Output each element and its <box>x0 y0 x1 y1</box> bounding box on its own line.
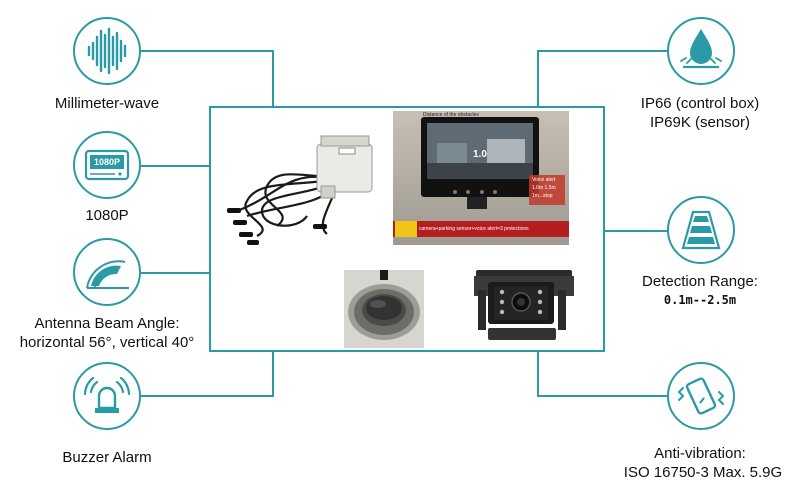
monitor-caption: camera+parking sensor+voice alert=3 prot… <box>419 226 529 232</box>
alarm-icon <box>73 362 141 430</box>
beam-angle-label-2: horizontal 56°, vertical 40° <box>19 334 195 351</box>
connector-line <box>272 50 274 107</box>
detection-label-2: 0.1m--2.5m <box>663 293 737 307</box>
monitor-image: 1.0 Distance of the obstacles Voice aler… <box>393 111 569 245</box>
monitor-screen: 1.0 <box>427 123 533 179</box>
connector-line <box>604 230 670 232</box>
vibration-label-1: Anti-vibration: <box>654 445 746 462</box>
connector-line <box>141 165 210 167</box>
buzzer-label: Buzzer Alarm <box>62 449 152 466</box>
product-image-frame: 1.0 Distance of the obstacles Voice aler… <box>209 106 605 352</box>
monitor-1080p-icon: 1080P <box>73 131 141 199</box>
millimeter-wave-label: Millimeter-wave <box>54 95 160 112</box>
waterproof-label-2: IP69K (sensor) <box>649 114 751 131</box>
detection-label-1: Detection Range: <box>642 273 758 290</box>
water-drop-icon <box>667 17 735 85</box>
monitor-top-note: Distance of the obstacles <box>423 112 479 118</box>
vibrating-phone-icon <box>667 362 735 430</box>
distance-readout: 1.0 <box>473 149 487 160</box>
sensor-image <box>344 270 424 348</box>
range-text-3: 1m...stop <box>532 193 553 199</box>
connector-line <box>537 395 670 397</box>
resolution-badge: 1080P <box>93 157 121 167</box>
beam-angle-icon <box>73 238 141 306</box>
beam-angle-label-1: Antenna Beam Angle: <box>34 315 180 332</box>
connector-line <box>537 50 670 52</box>
range-text-2: 1.0m 1.5m <box>532 185 556 191</box>
connector-line <box>537 351 539 397</box>
range-text-1: Voice alert <box>532 177 556 183</box>
waveform-icon <box>73 17 141 85</box>
connector-line <box>141 272 210 274</box>
road-lane-icon <box>667 196 735 264</box>
control-box-image <box>217 116 387 256</box>
connector-line <box>537 50 539 107</box>
connector-line <box>141 395 274 397</box>
waterproof-label-1: IP66 (control box) <box>640 95 760 112</box>
connector-line <box>141 50 274 52</box>
vibration-label-2: ISO 16750-3 Max. 5.9G <box>623 464 783 481</box>
camera-image <box>474 270 574 346</box>
resolution-label: 1080P <box>85 207 129 224</box>
connector-line <box>272 351 274 397</box>
